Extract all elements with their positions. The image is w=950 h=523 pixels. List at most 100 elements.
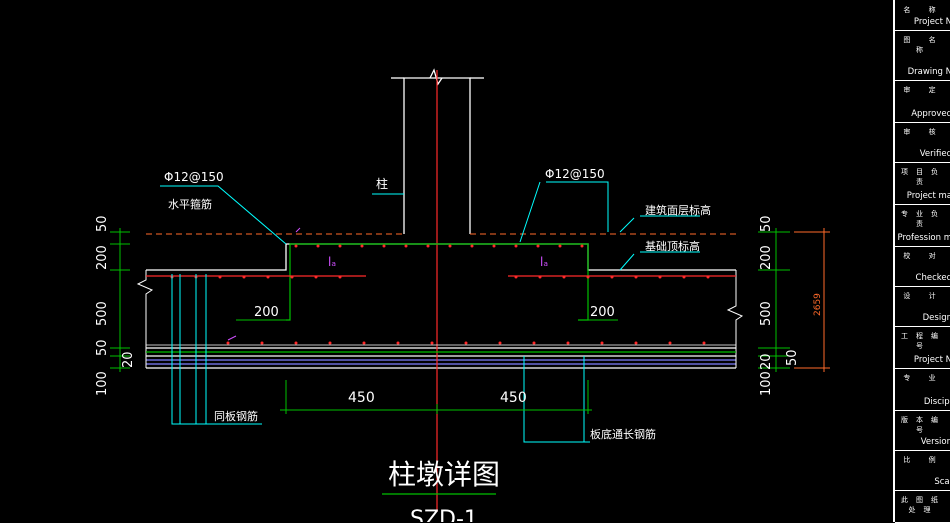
rebar-dot-bottom	[328, 341, 332, 345]
title-block-cn-label: 校 对	[903, 252, 944, 260]
rebar-dot-top	[536, 244, 540, 248]
rebar-dot-mid-right	[682, 275, 686, 279]
left-dim-20: 20	[121, 351, 136, 368]
title-block-cn-label: 专业负责	[901, 210, 946, 228]
title-block-en-label: Drawing N	[907, 67, 950, 77]
rebar-dot-mid-right	[514, 275, 518, 279]
drawing-title: 柱墩详图	[388, 458, 500, 491]
rebar-dot-top	[316, 244, 320, 248]
right-dim-50: 50	[759, 215, 774, 232]
title-block-cell: 审 定 Approved	[895, 80, 950, 123]
rebar-dot-mid-right	[634, 275, 638, 279]
right-dim-500: 500	[759, 301, 774, 326]
title-block-en-label: Project N	[913, 355, 950, 365]
title-block-cn-label: 审 定	[903, 86, 944, 94]
pier-outline	[146, 243, 736, 369]
rebar-dot-mid-right	[562, 275, 566, 279]
rebar-dot-bottom	[702, 341, 706, 345]
rebar-dot-mid-right	[538, 275, 542, 279]
title-block-cell: 此图纸处理	[895, 490, 950, 523]
title-block-cell: 项目负责 Project ma	[895, 162, 950, 205]
la-right: lₐ	[540, 255, 548, 269]
dim-200-left: 200	[254, 305, 279, 320]
rebar-dot-top	[426, 244, 430, 248]
slab-bottom-label: 板底通长钢筋	[590, 427, 656, 441]
rebar-dot-top	[382, 244, 386, 248]
title-block-cn-label: 图 名 称	[903, 36, 944, 54]
right-dim-20: 20	[759, 353, 774, 370]
rebar-dot-bottom	[600, 341, 604, 345]
title-block-en-label: Project N	[913, 17, 950, 27]
title-block-en-label: Approved	[911, 109, 950, 119]
total-dimension	[794, 228, 830, 372]
rebar-dot-top	[470, 244, 474, 248]
title-block-en-label: Verified	[919, 149, 950, 159]
title-block-cell: 审 核 Verified	[895, 122, 950, 163]
title-block-cn-label: 设 计	[903, 292, 944, 300]
title-block-en-label: Profession m	[897, 233, 950, 243]
rebar-dot-bottom	[532, 341, 536, 345]
rebar-dot-bottom	[294, 341, 298, 345]
rebar-dot-mid-left	[218, 275, 222, 279]
rebar-dot-top	[294, 244, 298, 248]
column-label: 柱	[376, 176, 388, 191]
rebar-dot-top	[404, 244, 408, 248]
left-dim-500: 500	[95, 301, 110, 326]
title-block-en-label: Project ma	[906, 191, 950, 201]
title-block-cell: 比 例Scal	[895, 450, 950, 491]
break-lines	[136, 270, 744, 368]
floor-level-label: 建筑面层标高	[645, 203, 711, 217]
title-block-cell: 校 对 Checked	[895, 246, 950, 287]
rebar-dot-mid-right	[706, 275, 710, 279]
rebar-dot-bottom	[566, 341, 570, 345]
title-block-en-label: Scal	[934, 477, 950, 487]
title-block-en-label: Discipl	[923, 397, 950, 407]
rebar-dot-top	[514, 244, 518, 248]
rebar-dot-mid-left	[290, 275, 294, 279]
rebar-dot-top	[448, 244, 452, 248]
la-left: lₐ	[328, 255, 336, 269]
rebar-dot-bottom	[464, 341, 468, 345]
title-block-cn-label: 名 称	[903, 6, 944, 14]
rebar-dot-mid-left	[314, 275, 318, 279]
dim-450-left: 450	[348, 390, 375, 406]
rebar-dot-top	[360, 244, 364, 248]
title-block-en-label: Checked	[915, 273, 950, 283]
pier-rebar	[146, 243, 736, 353]
title-block-cn-label: 项目负责	[901, 168, 946, 186]
rebar-dot-bottom	[260, 341, 264, 345]
rebar-dot-bottom	[396, 341, 400, 345]
title-block-cell: 名 称 Project N	[895, 0, 950, 31]
rebar-dot-bottom	[226, 341, 230, 345]
title-block-cn-label: 版本编号	[901, 416, 946, 434]
rebar-right-label: Φ12@150	[545, 167, 605, 181]
left-dim-200: 200	[95, 245, 110, 270]
rebar-dot-mid-left	[338, 275, 342, 279]
left-dim-50b: 50	[95, 339, 110, 356]
rebar-dot-bottom	[498, 341, 502, 345]
rebar-dot-bottom	[668, 341, 672, 345]
dimension-lines	[110, 228, 790, 414]
right-dim-200: 200	[759, 245, 774, 270]
title-block-cell: 专业负责 Profession m	[895, 204, 950, 247]
title-block-cn-label: 此图纸处理	[901, 496, 946, 514]
magenta-marks	[227, 227, 301, 341]
drawing-code: SZD-1	[410, 507, 478, 522]
rebar-dot-mid-right	[586, 275, 590, 279]
leader-lines	[160, 181, 700, 443]
title-block-cell: 设 计 Design	[895, 286, 950, 327]
rebar-dot-top	[492, 244, 496, 248]
dim-200-right: 200	[590, 305, 615, 320]
rebar-dot-bottom	[362, 341, 366, 345]
rebar-dot-mid-right	[658, 275, 662, 279]
title-block-cell: 图 名 称 Drawing N	[895, 30, 950, 81]
title-block-en-label: Design	[922, 313, 950, 323]
left-dim-100: 100	[95, 371, 110, 396]
title-block-cn-label: 专 业	[903, 374, 944, 382]
title-block-cn-label: 审 核	[903, 128, 944, 136]
rebar-dots	[170, 244, 710, 345]
rebar-dot-bottom	[634, 341, 638, 345]
